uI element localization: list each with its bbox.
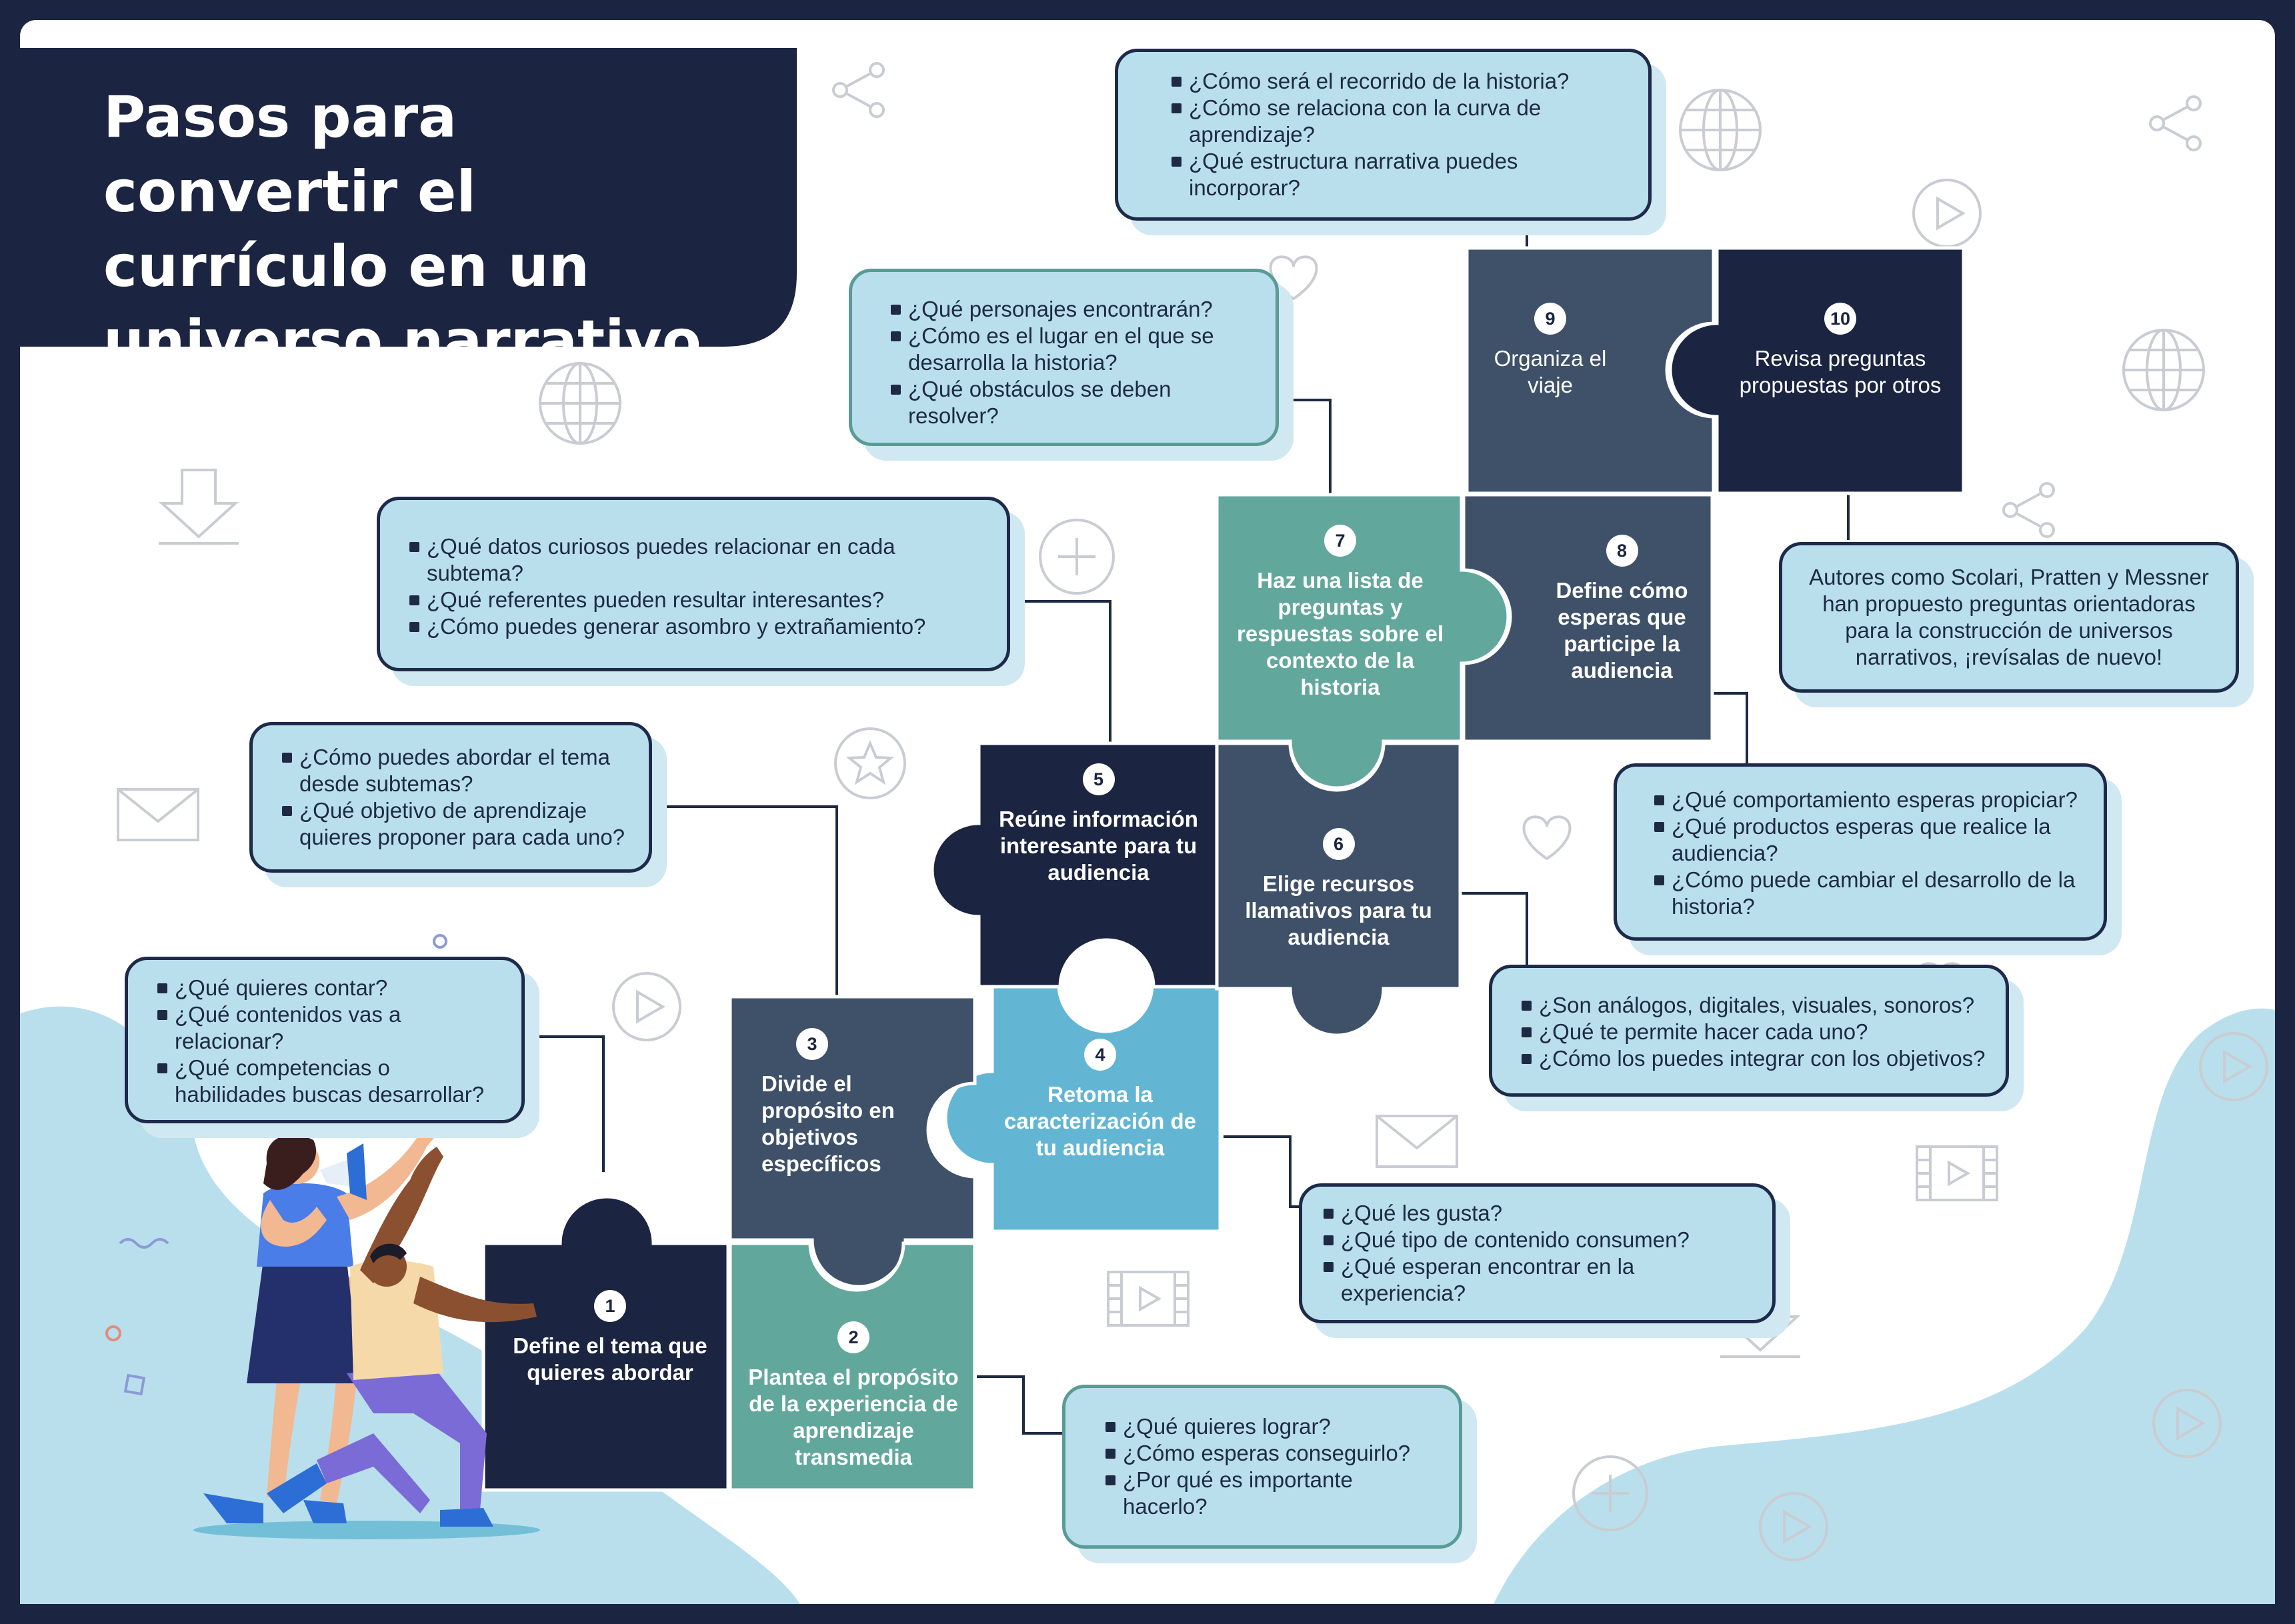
step-title: Define cómo esperas que participe la aud… (1556, 578, 1688, 683)
step-3-label: 3 Divide el propósito en objetivos espec… (761, 1028, 915, 1177)
step-number-badge: 4 (1084, 1039, 1116, 1071)
decor-square (123, 1373, 146, 1396)
blob-right (1494, 1008, 2275, 1604)
step-4-label: 4 Retoma la caracterización de tu audien… (993, 1039, 1207, 1161)
step-title: Divide el propósito en objetivos específ… (761, 1071, 895, 1176)
question-item: ¿Qué esperan encontrar en la experiencia… (1324, 1253, 1756, 1307)
step-number-badge: 8 (1606, 535, 1638, 567)
step-title: Haz una lista de preguntas y respuestas … (1237, 568, 1444, 699)
questions-step-2: ¿Qué quieres lograr? ¿Cómo esperas conse… (1062, 1385, 1462, 1549)
question-item: ¿Qué quieres contar? (157, 975, 505, 1001)
connector-lines (521, 197, 1850, 1435)
question-item: ¿Cómo puedes generar asombro y extrañami… (409, 613, 991, 640)
question-item: ¿Qué les gusta? (1324, 1200, 1756, 1227)
question-item: ¿Cómo será el recorrido de la historia? (1172, 68, 1632, 95)
step-number-badge: 9 (1534, 303, 1566, 335)
step-number-badge: 7 (1324, 525, 1356, 557)
step-title: Plantea el propósito de la experiencia d… (748, 1365, 959, 1469)
question-item: ¿Qué competencias o habilidades buscas d… (157, 1055, 505, 1108)
question-item: ¿Cómo esperas conseguirlo? (1105, 1440, 1443, 1467)
question-item: ¿Qué personajes encontrarán? (891, 296, 1260, 323)
question-item: ¿Cómo es el lugar en el que se desarroll… (891, 323, 1260, 376)
step-5-label: 5 Reúne información interesante para tu … (993, 763, 1204, 886)
puzzle-piece-2 (728, 1241, 977, 1492)
questions-step-5: ¿Qué datos curiosos puedes relacionar en… (377, 497, 1010, 671)
title-banner (20, 48, 797, 347)
step-number-badge: 2 (837, 1321, 869, 1353)
step-1-label: 1 Define el tema que quieres abordar (503, 1290, 717, 1386)
questions-step-6: ¿Son análogos, digitales, visuales, sono… (1489, 965, 2009, 1097)
question-item: ¿Qué quieres lograr? (1105, 1413, 1443, 1440)
question-item: ¿Qué contenidos vas a relacionar? (157, 1001, 505, 1055)
people-illustration (193, 1117, 540, 1539)
puzzle-piece-5 (930, 741, 1219, 989)
step-title: Revisa preguntas propuestas por otros (1739, 346, 1942, 397)
question-item: ¿Qué datos curiosos puedes relacionar en… (409, 533, 991, 587)
puzzle-piece-10 (1668, 246, 1966, 495)
step-9-label: 9 Organiza el viaje (1487, 303, 1614, 399)
step-title: Define el tema que quieres abordar (513, 1333, 707, 1385)
question-item: ¿Por qué es importante hacerlo? (1105, 1467, 1443, 1520)
question-item: ¿Qué comportamiento esperas propiciar? (1654, 787, 2088, 813)
step-10-label: 10 Revisa preguntas propuestas por otros (1727, 303, 1954, 399)
page-title: Pasos para convertir el currículo en un … (103, 84, 701, 375)
puzzle-piece-7 (1215, 493, 1510, 790)
question-item: ¿Qué tipo de contenido consumen? (1324, 1227, 1756, 1253)
question-item: ¿Qué te permite hacer cada uno? (1522, 1019, 1990, 1045)
puzzle-piece-1 (481, 1195, 730, 1492)
step-number-badge: 1 (594, 1290, 626, 1322)
question-item: ¿Cómo los puedes integrar con los objeti… (1522, 1045, 1990, 1072)
questions-step-8: ¿Qué comportamiento esperas propiciar? ¿… (1614, 763, 2107, 941)
puzzle-piece-4 (943, 983, 1222, 1233)
question-item: ¿Qué objetivo de aprendizaje quieres pro… (282, 797, 633, 851)
step-title: Retoma la caracterización de tu audienci… (1004, 1082, 1196, 1160)
puzzle-piece-3 (728, 995, 977, 1289)
question-item: ¿Son análogos, digitales, visuales, sono… (1522, 992, 1990, 1019)
question-item: ¿Cómo se relaciona con la curva de apren… (1172, 95, 1632, 148)
questions-step-1: ¿Qué quieres contar? ¿Qué contenidos vas… (125, 957, 525, 1123)
question-item: ¿Qué referentes pueden resultar interesa… (409, 587, 991, 613)
decor-dot (105, 1325, 121, 1341)
step-title: Reúne información interesante para tu au… (999, 807, 1198, 885)
question-item: ¿Cómo puede cambiar el desarrollo de la … (1654, 867, 2088, 920)
globe-icon (1679, 89, 1762, 171)
step-8-label: 8 Define cómo esperas que participe la a… (1530, 535, 1714, 684)
questions-step-3: ¿Cómo puedes abordar el tema desde subte… (249, 722, 652, 873)
question-item: ¿Qué obstáculos se deben resolver? (891, 376, 1260, 429)
step-number-badge: 5 (1082, 763, 1115, 795)
decor-dot (433, 934, 447, 949)
step-title: Organiza el viaje (1494, 346, 1607, 397)
step-number-badge: 6 (1322, 828, 1355, 860)
question-item: ¿Qué estructura narrativa puedes incorpo… (1172, 148, 1632, 201)
note-step-10: Autores como Scolari, Pratten y Messner … (1779, 542, 2239, 693)
step-6-label: 6 Elige recursos llamativos para tu audi… (1234, 828, 1444, 951)
step-number-badge: 3 (796, 1028, 828, 1060)
step-number-badge: 10 (1824, 303, 1856, 335)
step-2-label: 2 Plantea el propósito de la experiencia… (740, 1321, 967, 1471)
questions-step-4: ¿Qué les gusta? ¿Qué tipo de contenido c… (1299, 1183, 1776, 1323)
globe-icon (2122, 329, 2205, 411)
question-item: ¿Cómo puedes abordar el tema desde subte… (282, 744, 633, 797)
questions-step-7: ¿Qué personajes encontrarán? ¿Cómo es el… (849, 269, 1279, 446)
step-title: Elige recursos llamativos para tu audien… (1245, 871, 1432, 949)
step-7-label: 7 Haz una lista de preguntas y respuesta… (1230, 525, 1450, 701)
questions-step-9: ¿Cómo será el recorrido de la historia? … (1115, 49, 1652, 221)
decor-squiggle (119, 1238, 169, 1249)
question-item: ¿Qué productos esperas que realice la au… (1654, 813, 2088, 867)
